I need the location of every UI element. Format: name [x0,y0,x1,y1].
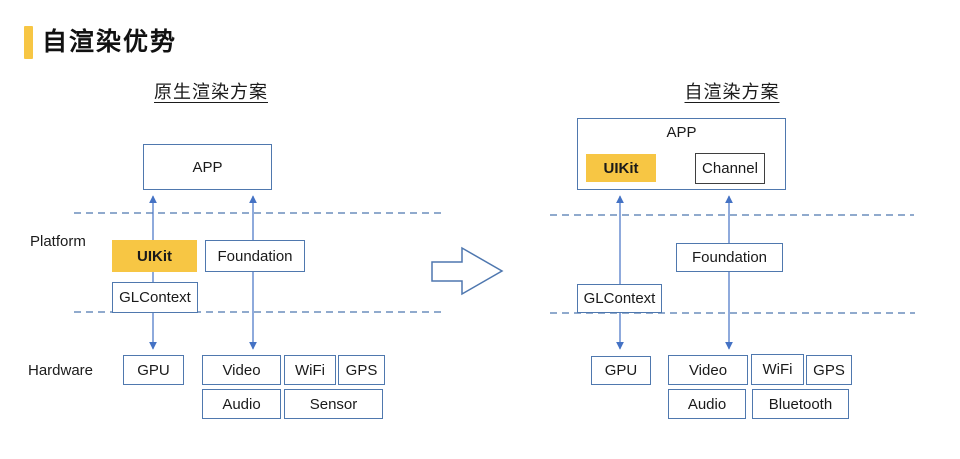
page-title: 自渲染优势 [42,28,178,56]
platform-row-label: Platform [30,233,86,250]
box-foundation-right: Foundation [676,243,783,272]
box-uikit-left: UIKit [112,240,197,272]
left-diagram-heading: 原生渲染方案 [154,82,268,102]
box-uikit-right: UIKit [586,154,656,182]
box-video-right: Video [668,355,748,385]
box-glcontext-right: GLContext [577,284,662,313]
box-gps-right: GPS [806,355,852,385]
hardware-row-label: Hardware [28,362,94,379]
right-diagram-heading: 自渲染方案 [684,82,780,102]
box-gpu-left: GPU [123,355,184,385]
title-accent-bar [24,26,33,59]
box-bluetooth-right: Bluetooth [752,389,849,419]
box-app-left: APP [143,144,272,190]
box-gpu-right: GPU [591,356,651,385]
box-gps-left: GPS [338,355,385,385]
box-wifi-right: WiFi [751,354,804,385]
box-glcontext-left: GLContext [112,282,198,313]
box-video-left: Video [202,355,281,385]
box-audio-right: Audio [668,389,746,419]
box-channel-right: Channel [695,153,765,184]
box-sensor-left: Sensor [284,389,383,419]
box-foundation-left: Foundation [205,240,305,272]
box-app-right-label: APP [666,124,697,141]
box-wifi-left: WiFi [284,355,336,385]
transform-arrow-icon [431,246,504,296]
box-audio-left: Audio [202,389,281,419]
